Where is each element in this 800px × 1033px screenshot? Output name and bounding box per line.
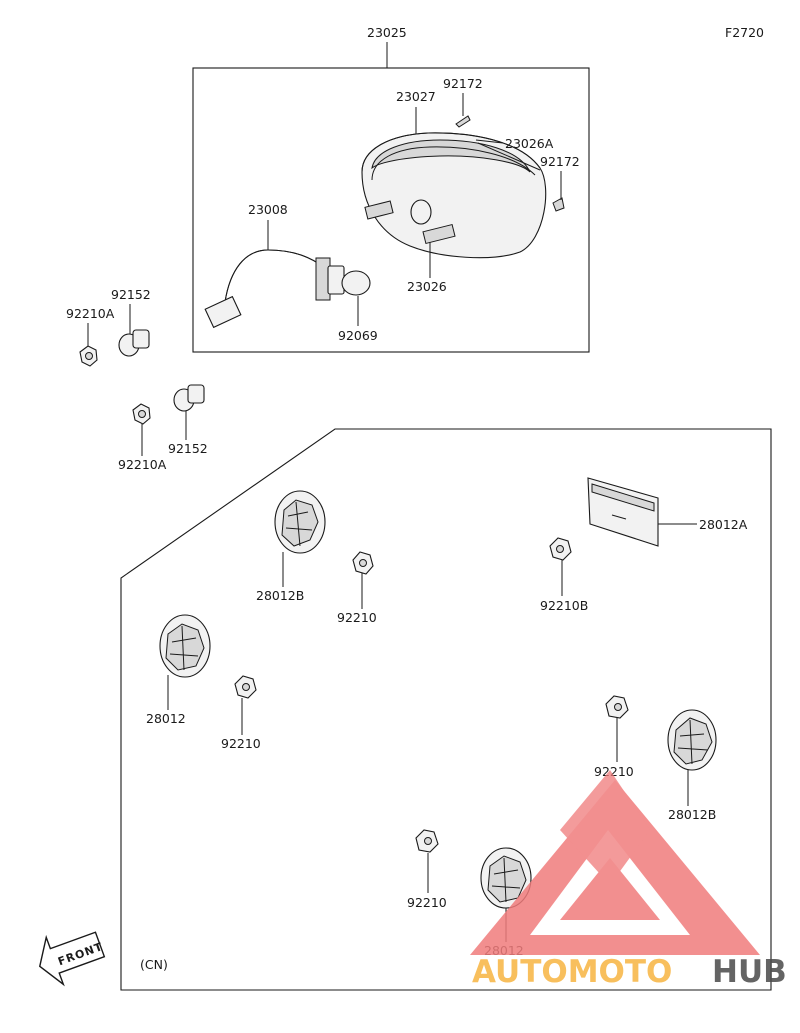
nut-top (79, 345, 98, 367)
screw-side (552, 197, 565, 212)
label-collar-top: 92152 (111, 287, 151, 302)
reflector-1 (159, 614, 211, 678)
label-nut-1: 92210 (337, 610, 377, 625)
reflector-b1 (274, 490, 326, 554)
collar-bottom (173, 384, 205, 412)
region-note: (CN) (140, 957, 168, 972)
nut-1 (352, 551, 374, 575)
wiring-harness (204, 249, 331, 329)
nut-3 (605, 695, 629, 719)
reflector-plate (587, 477, 659, 547)
mount-stud-left (364, 200, 394, 220)
harness-connector (204, 295, 242, 329)
headlight-assembly-group: 23025 23027 92172 23026A 92172 (192, 25, 590, 353)
label-screw-side: 92172 (540, 154, 580, 169)
watermark-text-b: HUB (712, 954, 787, 990)
label-reflector-b2: 28012B (668, 807, 716, 822)
label-nut-3: 92210 (594, 764, 634, 779)
screw-top (455, 115, 471, 128)
label-nut-top: 92210A (66, 306, 115, 321)
collar-top (118, 329, 150, 357)
label-stud: 23026 (407, 279, 447, 294)
label-bulb: 92069 (338, 328, 378, 343)
nut-plate (549, 537, 572, 561)
nut-bottom (132, 403, 151, 425)
front-arrow: FRONT (38, 931, 106, 987)
label-screw-top: 92172 (443, 76, 483, 91)
reflector-b2 (667, 709, 717, 771)
label-assembly: 23025 (367, 25, 407, 40)
label-plate: 28012A (699, 517, 748, 532)
assembly-frame (192, 67, 590, 353)
reflector-group: 28012A 92210B 28012B 92210 28012 (120, 428, 772, 991)
label-nut-bottom: 92210A (118, 457, 167, 472)
label-collar-bottom: 92152 (168, 441, 208, 456)
label-gasket: 23026A (505, 136, 554, 151)
figure-code: F2720 (725, 25, 764, 40)
reflector-2 (480, 847, 532, 909)
label-reflector-1: 28012 (146, 711, 186, 726)
label-reflector-b1: 28012B (256, 588, 304, 603)
bulb-socket-hole (410, 199, 432, 225)
label-nut-2: 92210 (221, 736, 261, 751)
label-housing: 23027 (396, 89, 436, 104)
mount-stud-right (422, 223, 456, 245)
label-harness: 23008 (248, 202, 288, 217)
watermark-logo: AUTOMOTO HUB (470, 770, 787, 990)
nut-2 (234, 675, 257, 699)
label-nut-plate: 92210B (540, 598, 588, 613)
reflector-frame (120, 428, 772, 991)
label-nut-4: 92210 (407, 895, 447, 910)
headlight-bulb (327, 265, 371, 296)
headlight-housing (361, 132, 547, 259)
nut-4 (415, 829, 439, 853)
watermark-text-a: AUTOMOTO (472, 954, 672, 990)
